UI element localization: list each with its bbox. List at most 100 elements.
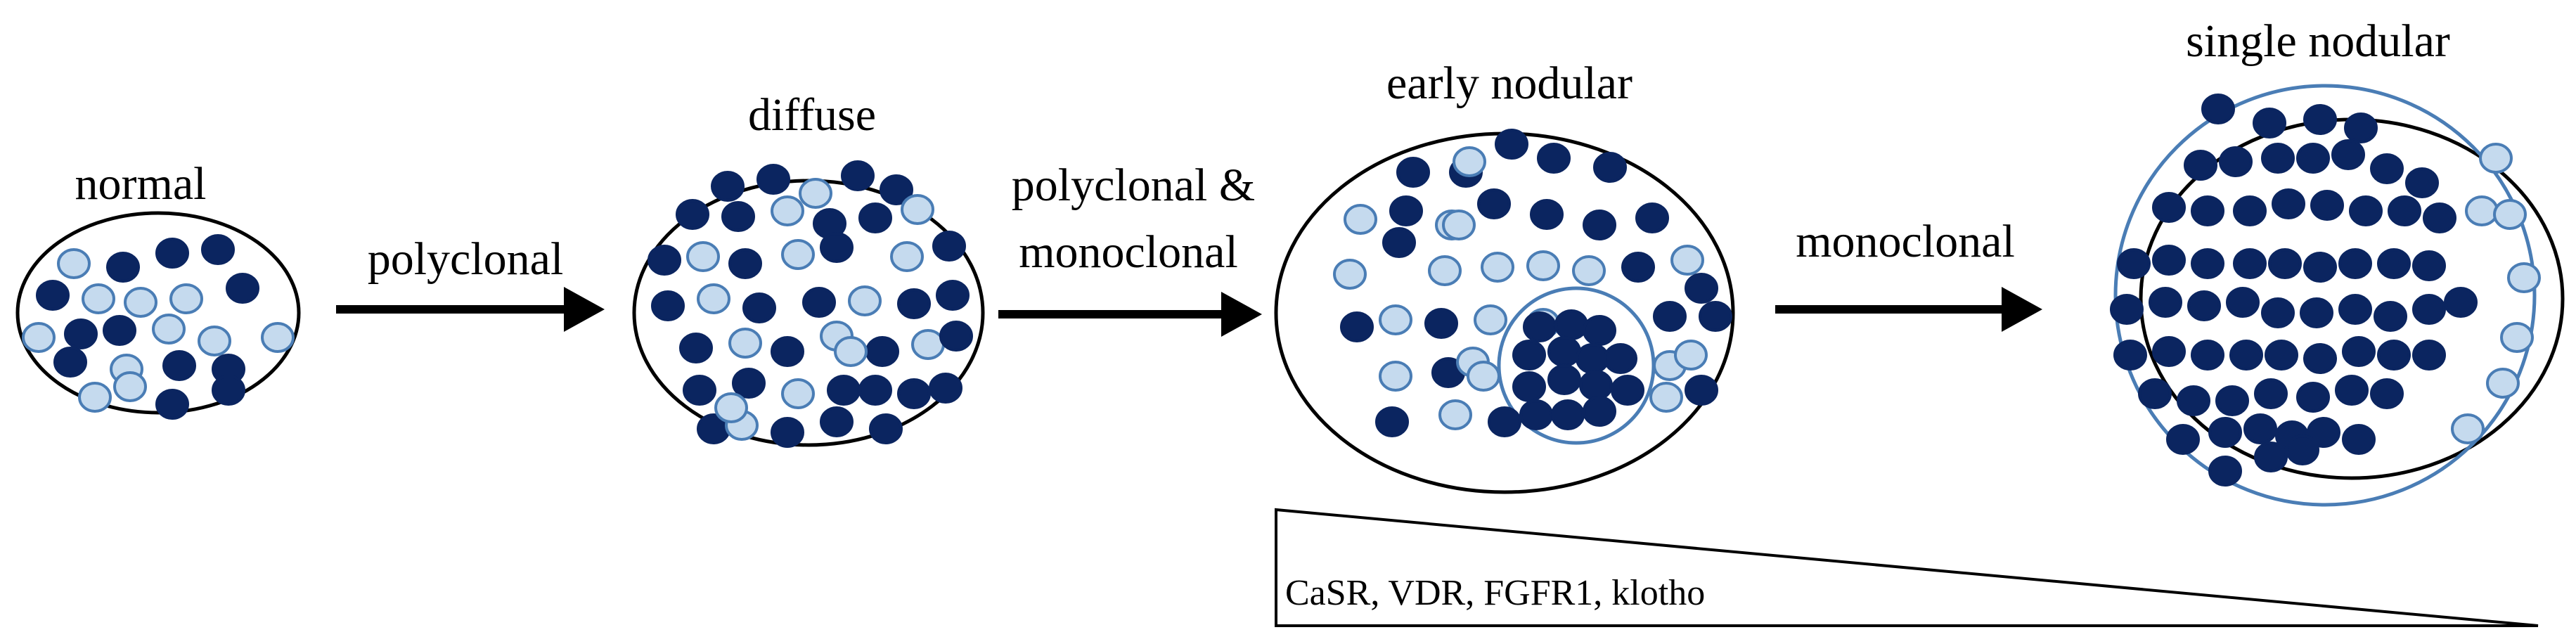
early-nodular-light-cell: [1333, 259, 1367, 290]
diffuse-light-cell: [686, 241, 720, 272]
single-nodular-dark-cell: [2187, 290, 2221, 321]
single-nodular-dark-cell: [2349, 195, 2383, 226]
normal-dark-cell: [212, 375, 245, 406]
single-nodular-dark-cell: [2377, 340, 2411, 371]
diffuse-dark-cell: [679, 333, 713, 363]
diffuse-dark-cell: [897, 378, 931, 409]
single-nodular-dark-cell: [2226, 287, 2260, 318]
early-nodule-dark-cell: [1604, 343, 1637, 374]
single-nodular-dark-cell: [2184, 150, 2217, 181]
single-nodular-dark-cell: [2377, 248, 2411, 279]
early-nodular-light-cell: [1344, 204, 1377, 235]
early-nodular-dark-cell: [1382, 227, 1416, 258]
single-nodular-light-cell: [2507, 262, 2541, 293]
normal-light-cell: [261, 322, 295, 353]
single-nodular-dark-cell: [2412, 250, 2446, 281]
single-nodular-dark-cell: [2296, 382, 2330, 413]
early-nodular-dark-cell: [1389, 195, 1423, 226]
early-nodular-light-cell: [1467, 361, 1500, 392]
single-nodular-dark-cell: [2149, 287, 2182, 318]
single-nodular-dark-cell: [2374, 301, 2407, 332]
normal-dark-cell: [155, 389, 189, 420]
single-nodular-dark-cell: [2152, 336, 2186, 367]
diffuse-dark-cell: [721, 201, 755, 232]
diffuse-light-cell: [890, 241, 924, 272]
single-nodular-dark-cell: [2331, 139, 2365, 170]
diffuse-dark-cell: [858, 202, 892, 233]
diffuse-dark-cell: [827, 375, 861, 406]
single-nodular-dark-cell: [2233, 195, 2267, 226]
single-nodular-dark-cell: [2412, 340, 2446, 371]
early-nodule-dark-cell: [1523, 311, 1557, 342]
diffuse-dark-cell: [711, 171, 745, 202]
diffuse-dark-cell: [742, 292, 776, 323]
diffuse-dark-cell: [858, 375, 892, 406]
diffuse-dark-cell: [865, 336, 899, 367]
normal-dark-cell: [226, 273, 259, 304]
stage-label-diffuse: diffuse: [748, 89, 876, 141]
single-nodular-dark-cell: [2423, 202, 2456, 233]
early-nodular-dark-cell: [1340, 311, 1374, 342]
early-nodular-dark-cell: [1685, 273, 1718, 304]
normal-dark-cell: [106, 252, 140, 283]
single-nodular-dark-cell: [2338, 294, 2372, 325]
early-nodule-dark-cell: [1579, 370, 1613, 401]
single-nodular-dark-cell: [2152, 192, 2186, 223]
stage-label-early-nodular: early nodular: [1386, 58, 1632, 109]
diffuse-dark-cell: [802, 287, 836, 318]
diffuse-dark-cell: [929, 373, 962, 404]
diffuse-light-cell: [714, 392, 748, 423]
early-nodular-dark-cell: [1653, 301, 1687, 332]
single-nodular-dark-cell: [2370, 378, 2404, 409]
single-nodular-dark-cell: [2342, 424, 2376, 455]
early-nodular-light-cell: [1379, 361, 1412, 392]
single-nodular-dark-cell: [2268, 248, 2302, 279]
early-nodular-dark-cell: [1396, 157, 1430, 188]
early-nodular-light-cell: [1442, 210, 1476, 240]
normal-dark-cell: [201, 234, 235, 265]
single-nodular-dark-cell: [2219, 146, 2253, 177]
single-nodular-dark-cell: [2113, 340, 2147, 371]
transition-label-polyclonal-line1: polyclonal &: [1012, 160, 1255, 211]
single-nodular-dark-cell: [2191, 248, 2224, 279]
normal-light-cell: [124, 287, 157, 318]
single-nodular-dark-cell: [2344, 112, 2378, 143]
diffuse-dark-cell: [683, 375, 716, 406]
diffuse-dark-cell: [771, 336, 804, 367]
diffuse-light-cell: [799, 178, 832, 209]
transition-label-monoclonal-line2: monoclonal: [1019, 226, 1238, 278]
early-nodule-dark-cell: [1611, 375, 1644, 406]
early-nodular-light-cell: [1674, 340, 1708, 371]
single-nodular-dark-cell: [2261, 143, 2295, 174]
normal-dark-cell: [64, 318, 98, 349]
diffuse-dark-cell: [756, 164, 790, 195]
single-nodular-dark-cell: [2300, 297, 2333, 328]
normal-dark-cell: [103, 315, 136, 346]
diffuse-dark-cell: [732, 368, 766, 399]
early-nodule-dark-cell: [1519, 399, 1553, 430]
diffuse-light-cell: [771, 195, 804, 226]
diffuse-dark-cell: [880, 174, 913, 205]
diffuse-dark-cell: [841, 160, 875, 191]
single-nodular-dark-cell: [2229, 340, 2263, 371]
single-nodular-dark-cell: [2191, 195, 2224, 226]
single-nodular-dark-cell: [2303, 104, 2337, 135]
early-nodular-dark-cell: [1583, 210, 1616, 240]
single-nodular-dark-cell: [2338, 248, 2372, 279]
single-nodular-dark-cell: [2286, 434, 2319, 465]
single-nodular-dark-cell: [2215, 385, 2249, 416]
single-nodular-dark-cell: [2310, 190, 2344, 221]
early-nodular-dark-cell: [1621, 252, 1655, 283]
early-nodule-dark-cell: [1547, 336, 1581, 367]
diffuse-light-cell: [781, 378, 815, 409]
normal-light-cell: [78, 382, 112, 413]
early-nodule-dark-cell: [1547, 364, 1581, 395]
normal-light-cell: [22, 322, 56, 353]
early-nodular-dark-cell: [1685, 375, 1718, 406]
single-nodular-dark-cell: [2405, 167, 2439, 198]
diffuse-dark-cell: [820, 232, 854, 263]
single-nodular-dark-cell: [2191, 340, 2224, 371]
cell-group: [22, 94, 2541, 487]
normal-light-cell: [82, 283, 115, 314]
